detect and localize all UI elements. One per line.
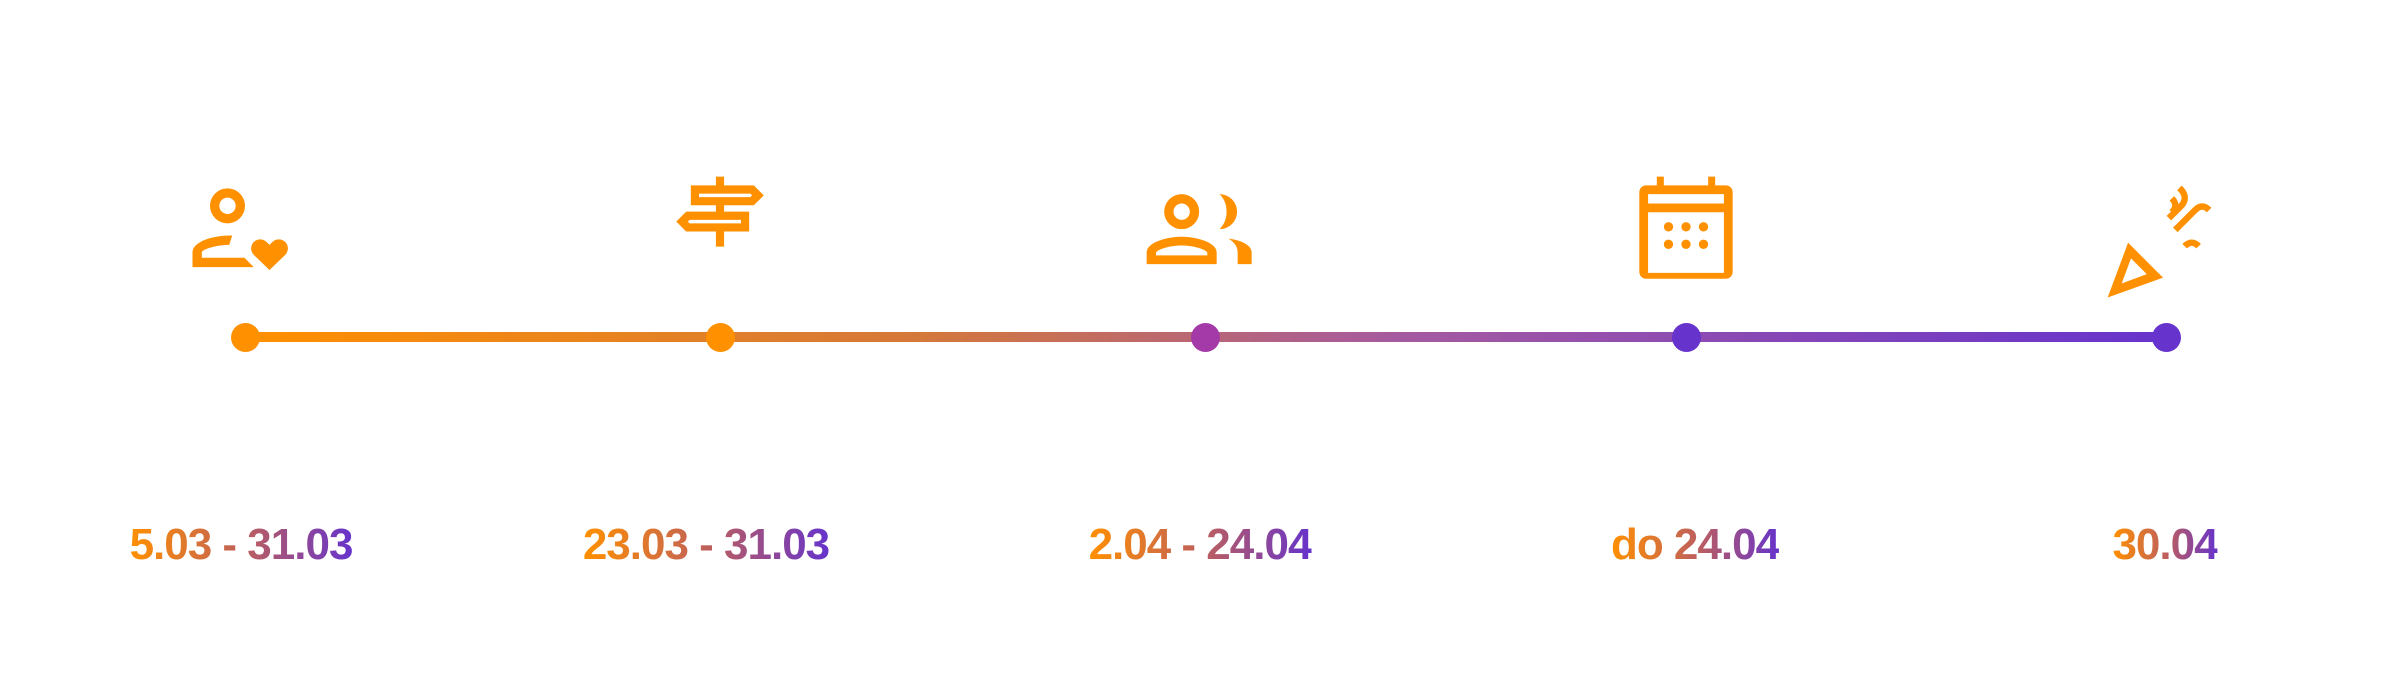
milestone-date: do 24.04 (1610, 520, 1780, 569)
milestone-date: 2.04 - 24.04 (1088, 520, 1313, 569)
milestone-dot (1190, 323, 1220, 352)
milestone-dot (1671, 323, 1701, 352)
signpost-icon (650, 165, 790, 305)
milestone-date: 5.03 - 31.03 (129, 520, 354, 569)
milestone-date: 30.04 (2112, 520, 2218, 569)
milestone-dot (2151, 323, 2181, 352)
milestone-dot (705, 323, 735, 352)
milestone-date: 23.03 - 31.03 (582, 520, 830, 569)
person-heart-icon (175, 165, 315, 305)
milestone-dot (230, 323, 260, 352)
group-icon (1135, 165, 1275, 305)
celebration-icon (2096, 175, 2236, 315)
calendar-icon (1616, 165, 1756, 305)
